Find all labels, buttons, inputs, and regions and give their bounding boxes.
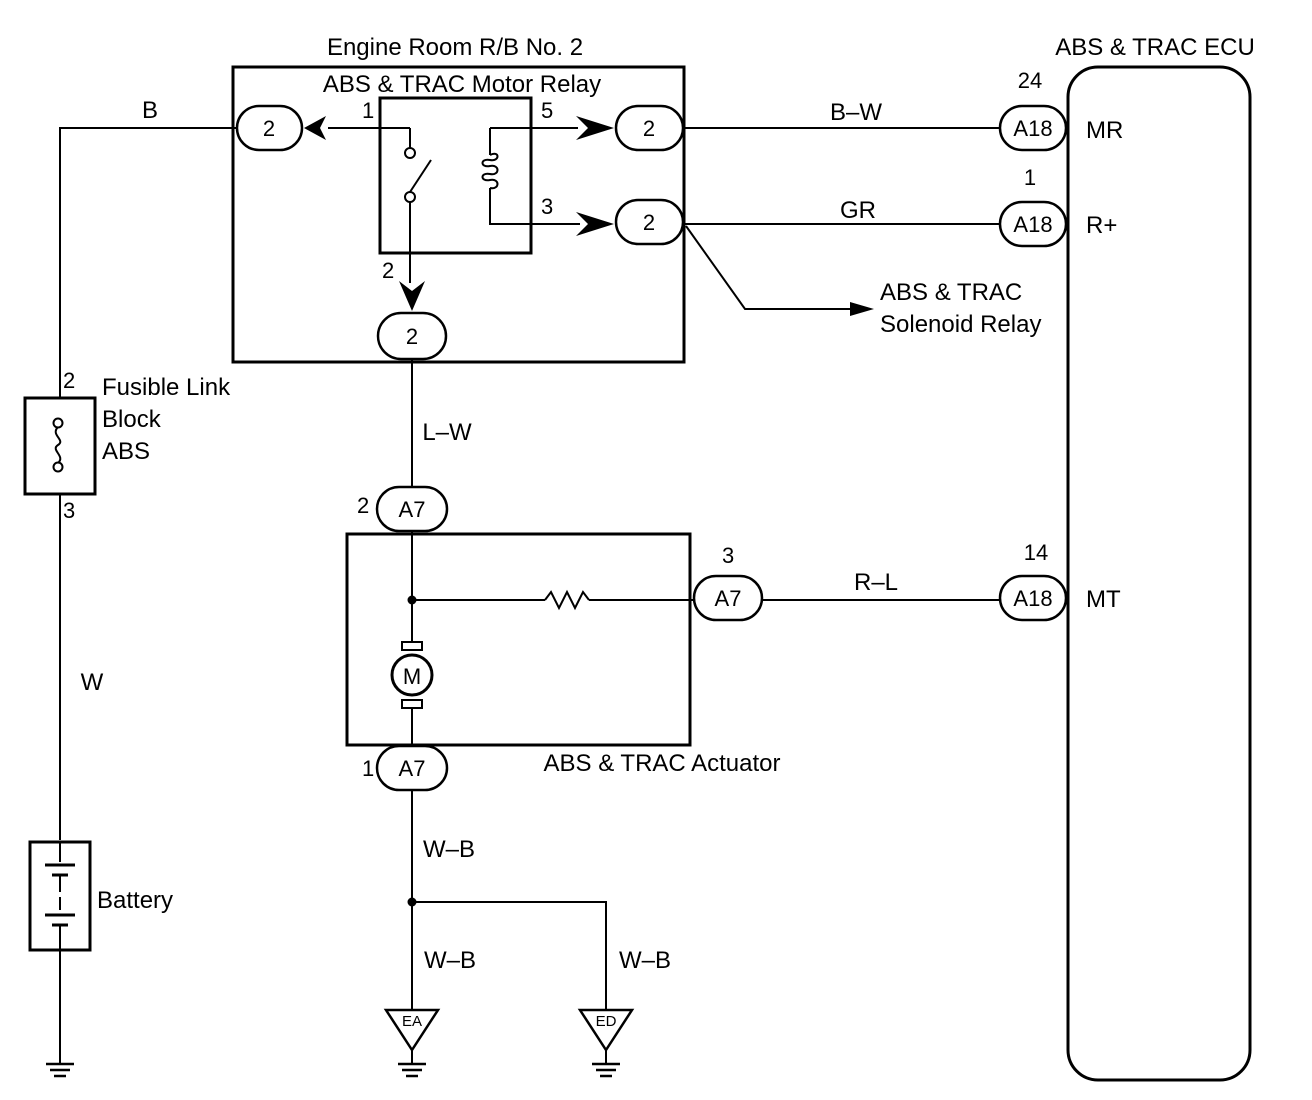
switch-contact-top xyxy=(404,147,416,159)
ecu-conn-mt-label: A18 xyxy=(1013,586,1052,611)
resistor-icon xyxy=(544,589,590,611)
wire-label-wb-3: W–B xyxy=(619,947,671,974)
motor-icon xyxy=(390,653,434,697)
ecu-conn-rplus-label: A18 xyxy=(1013,212,1052,237)
wire-label-w: W xyxy=(81,669,104,696)
rb-terminal-right-top-label: 2 xyxy=(643,116,655,141)
ecu-conn-rplus xyxy=(998,200,1068,248)
solenoid-arrow-icon xyxy=(850,302,874,316)
solenoid-label-line2: Solenoid Relay xyxy=(880,311,1041,338)
wire-label-rl: R–L xyxy=(854,569,898,596)
ground-ed-triangle xyxy=(577,1008,635,1053)
ground-ea-triangle xyxy=(383,1008,441,1053)
switch-arm xyxy=(409,159,432,193)
rb-terminal-left-label: 2 xyxy=(263,116,275,141)
fuse-contact-bottom xyxy=(52,461,64,473)
relay-block-box xyxy=(231,65,686,364)
ecu-pin-mr: 24 xyxy=(1018,68,1042,93)
wire-label-b: B xyxy=(142,97,158,124)
actuator-pin-top: 2 xyxy=(357,493,369,518)
fusible-label-line1: Fusible Link xyxy=(102,374,231,401)
ecu-conn-mr-label: A18 xyxy=(1013,116,1052,141)
fusible-link-icon xyxy=(54,426,62,464)
actuator-box xyxy=(345,532,692,747)
fusible-label-line3: ABS xyxy=(102,438,150,465)
ground-ed-label: ED xyxy=(596,1013,617,1030)
fusible-pin-bottom: 3 xyxy=(63,498,75,523)
actuator-conn-bottom-label: A7 xyxy=(399,756,426,781)
ecu-conn-mr xyxy=(998,104,1068,152)
pin2-connector-arrow xyxy=(399,281,425,311)
ecu-conn-mt xyxy=(998,574,1068,622)
rb-terminal-right-mid xyxy=(614,198,685,246)
ground-ea-label: EA xyxy=(402,1013,422,1030)
actuator-label: ABS & TRAC Actuator xyxy=(544,750,781,777)
relay-block-title: Engine Room R/B No. 2 xyxy=(327,34,583,61)
ground-icon-ed xyxy=(592,1062,620,1078)
actuator-pin-bottom: 1 xyxy=(362,756,374,781)
wire-label-bw: B–W xyxy=(830,99,882,126)
fusible-pin-top: 2 xyxy=(63,368,75,393)
pin3-connector-arrow xyxy=(576,212,614,236)
ecu-pin-rplus: 1 xyxy=(1024,165,1036,190)
fusible-label-line2: Block xyxy=(102,406,162,433)
wire-solenoid-branch xyxy=(685,225,855,310)
ground-icon-battery xyxy=(46,1062,74,1078)
pin1-connector-arrow xyxy=(304,116,326,140)
battery-label: Battery xyxy=(97,887,173,914)
wire-b xyxy=(59,127,237,398)
actuator-pin-right: 3 xyxy=(722,543,734,568)
wire-label-lw: L–W xyxy=(422,419,472,446)
ecu-terminal-rplus: R+ xyxy=(1086,212,1117,239)
ecu-terminal-mt: MT xyxy=(1086,586,1121,613)
motor-brush-top xyxy=(401,641,423,651)
fuse-contact-top xyxy=(52,417,64,429)
ecu-title: ABS & TRAC ECU xyxy=(1055,34,1255,61)
actuator-conn-right xyxy=(692,574,764,622)
relay-body-box xyxy=(378,96,533,255)
pin5-connector-arrow xyxy=(576,116,614,140)
ground-icon-ea xyxy=(398,1062,426,1078)
relay-pin-5: 5 xyxy=(541,98,553,123)
motor-label: M xyxy=(403,664,421,689)
coil-bottom-wire xyxy=(489,188,580,225)
wire-wb-branch xyxy=(412,901,607,1010)
actuator-conn-right-label: A7 xyxy=(715,586,742,611)
fusible-link-box xyxy=(23,396,97,496)
ecu-box xyxy=(1066,65,1252,1082)
ecu-pin-mt: 14 xyxy=(1024,540,1048,565)
actuator-conn-top-label: A7 xyxy=(399,497,426,522)
wire-label-wb-2: W–B xyxy=(424,947,476,974)
motor-brush-bottom xyxy=(401,699,423,709)
relay-coil-icon xyxy=(481,152,499,190)
solenoid-label-line1: ABS & TRAC xyxy=(880,279,1022,306)
wire-label-wb-1: W–B xyxy=(423,836,475,863)
wire-label-gr: GR xyxy=(840,197,876,224)
relay-pin-2: 2 xyxy=(382,258,394,283)
motor-relay-label: ABS & TRAC Motor Relay xyxy=(323,71,601,98)
relay-pin-1: 1 xyxy=(362,98,374,123)
relay-pin-3: 3 xyxy=(541,194,553,219)
switch-contact-bottom xyxy=(404,191,416,203)
battery-icon xyxy=(45,842,75,950)
rb-terminal-bottom-label: 2 xyxy=(406,324,418,349)
ecu-terminal-mr: MR xyxy=(1086,117,1123,144)
rb-terminal-right-mid-label: 2 xyxy=(643,210,655,235)
